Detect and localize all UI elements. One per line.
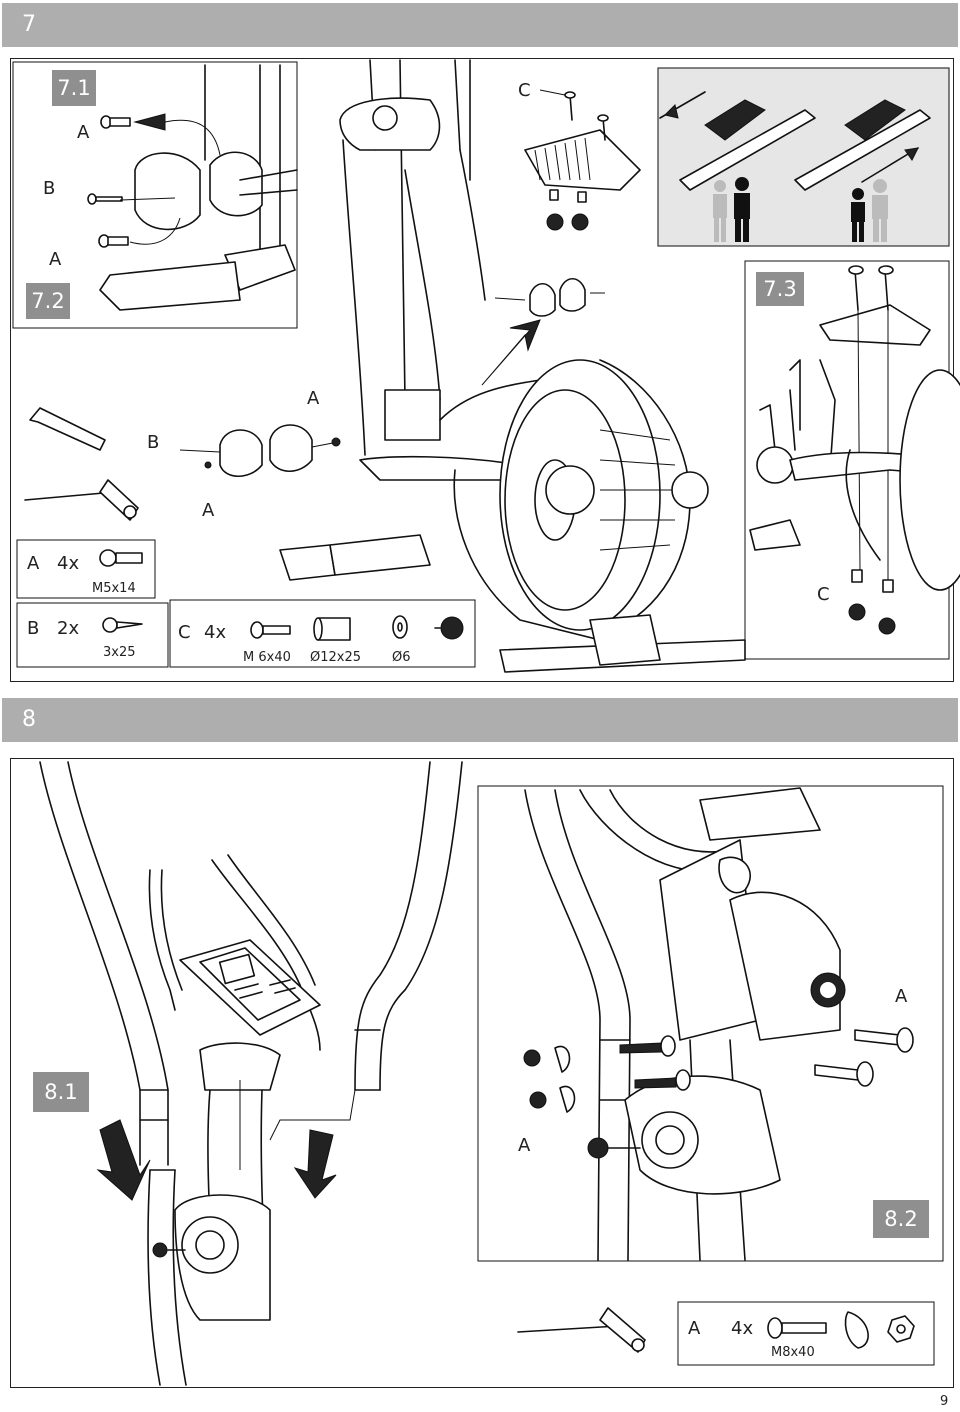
section-number: 7 [22,12,36,37]
person-icon [713,180,727,242]
parts-c-label: C [178,622,191,643]
pedal [524,129,641,191]
step-8-1: 8.1 [33,1072,89,1112]
pedal-arm [99,261,241,311]
section-header-8: 8 [2,698,958,742]
parts-a-label-8: A [688,1318,701,1339]
section-7-frame [10,58,954,682]
step-7-1: 7.1 [52,70,96,106]
part-label-a: A [895,986,908,1007]
parts-a-label: A [27,553,40,574]
knob-icon [546,213,564,231]
cover-caps [179,424,341,478]
part-label-c: C [817,584,830,605]
inset-7-1-frame [12,61,298,329]
section-8-frame [10,758,954,1388]
step-7-2: 7.2 [26,283,70,319]
section-header-7: 7 [2,3,958,47]
pivot-housing [624,1075,781,1195]
parts-a-size-8: M8x40 [771,1345,815,1360]
parts-a-qty: 4x [57,553,80,574]
step-8-2: 8.2 [873,1200,929,1238]
parts-b-qty: 2x [57,618,80,639]
bolt-icon [619,1035,676,1057]
arrow-icon [481,319,541,386]
knob-icon [571,213,589,231]
part-label-b: B [147,432,160,453]
bolt-icon [634,1069,691,1091]
part-label-a: A [49,249,62,270]
parts-a-qty-8: 4x [731,1318,754,1339]
leader-line [164,119,221,156]
knob-icon [878,617,896,635]
screw-icon [98,234,129,248]
person-icon [851,188,865,242]
part-label-c: C [518,80,531,101]
pedal [819,304,931,346]
parts-c-spacer-size: Ø12x25 [310,650,362,665]
screw-icon [87,193,123,205]
person-icon [872,179,888,242]
knob-icon [434,616,464,640]
part-label-a: A [518,1135,531,1156]
screw-icon [99,549,143,567]
parts-a-size: M5x14 [92,581,136,596]
nut-icon [887,1315,915,1343]
console [179,939,321,1036]
step-7-3: 7.3 [756,272,804,306]
pivot-housing [174,1194,271,1321]
curved-washer-icon [554,1045,576,1113]
t-wrench-icon [24,479,139,521]
parts-b-label: B [27,618,40,639]
part-a-box [16,539,156,599]
person-icon [734,177,750,242]
part-label-b: B [43,178,56,199]
bolt-icon [814,1061,874,1087]
section-number: 8 [22,707,36,732]
part-a-box-8 [677,1301,935,1366]
bolt-icon [250,621,291,639]
nut-icon [523,1049,547,1109]
bolt-icon [854,1027,914,1053]
curved-washer-icon [844,1311,869,1349]
cover-cap [134,152,201,231]
spacer-icon [313,617,351,641]
parts-c-qty: 4x [204,622,227,643]
arrow-icon [904,147,919,161]
arrow-icon [96,1119,151,1201]
knob-icon [848,603,866,621]
hex-key-icon [29,407,106,451]
t-wrench-icon [517,1307,646,1353]
bolt-icon [767,1317,827,1339]
orientation-panel [657,67,950,247]
part-label-a: A [307,388,320,409]
screw-icon [100,115,131,129]
parts-c-washer-size: Ø6 [392,650,411,665]
parts-c-bolt-size: M 6x40 [243,650,291,665]
arrow-icon [293,1129,337,1199]
inset-8-2-frame [477,785,944,1262]
part-b-box [16,602,169,668]
part-label-a: A [202,500,215,521]
arrow-icon [664,104,679,119]
parts-b-size: 3x25 [103,645,136,660]
washer-icon [392,615,408,639]
part-label-a: A [77,122,90,143]
page-number: 9 [940,1394,949,1409]
part-c-box [169,599,476,668]
screw-icon [102,617,143,633]
